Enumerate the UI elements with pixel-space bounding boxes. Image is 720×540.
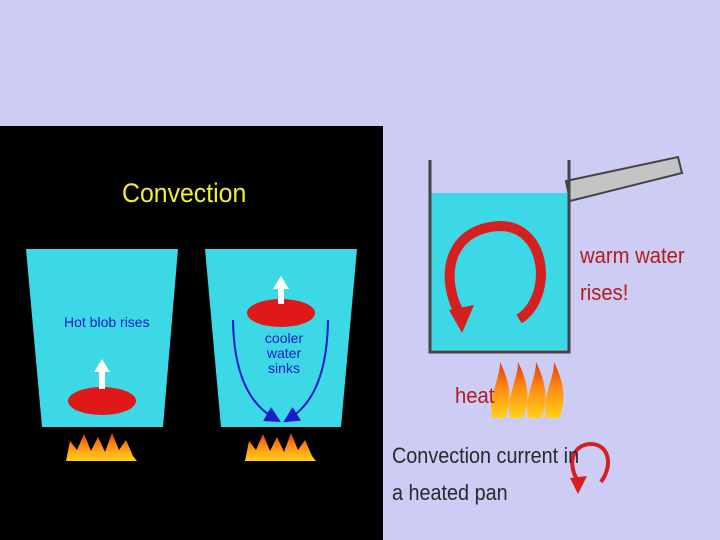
pan-heat-flames [491, 362, 563, 418]
left-burner-flame [66, 433, 137, 461]
cooler-water-label: cooler water sinks [258, 331, 310, 376]
heat-label: heat [455, 383, 494, 409]
convection-caption: Convection current in a heated pan [392, 437, 579, 511]
diagram-title: Convection [122, 178, 246, 209]
hot-blob-label: Hot blob rises [64, 314, 150, 330]
warm-water-label: warm water rises! [580, 237, 685, 311]
hot-blob [68, 387, 136, 415]
pan-handle [566, 157, 682, 201]
right-burner-flame [245, 433, 316, 461]
